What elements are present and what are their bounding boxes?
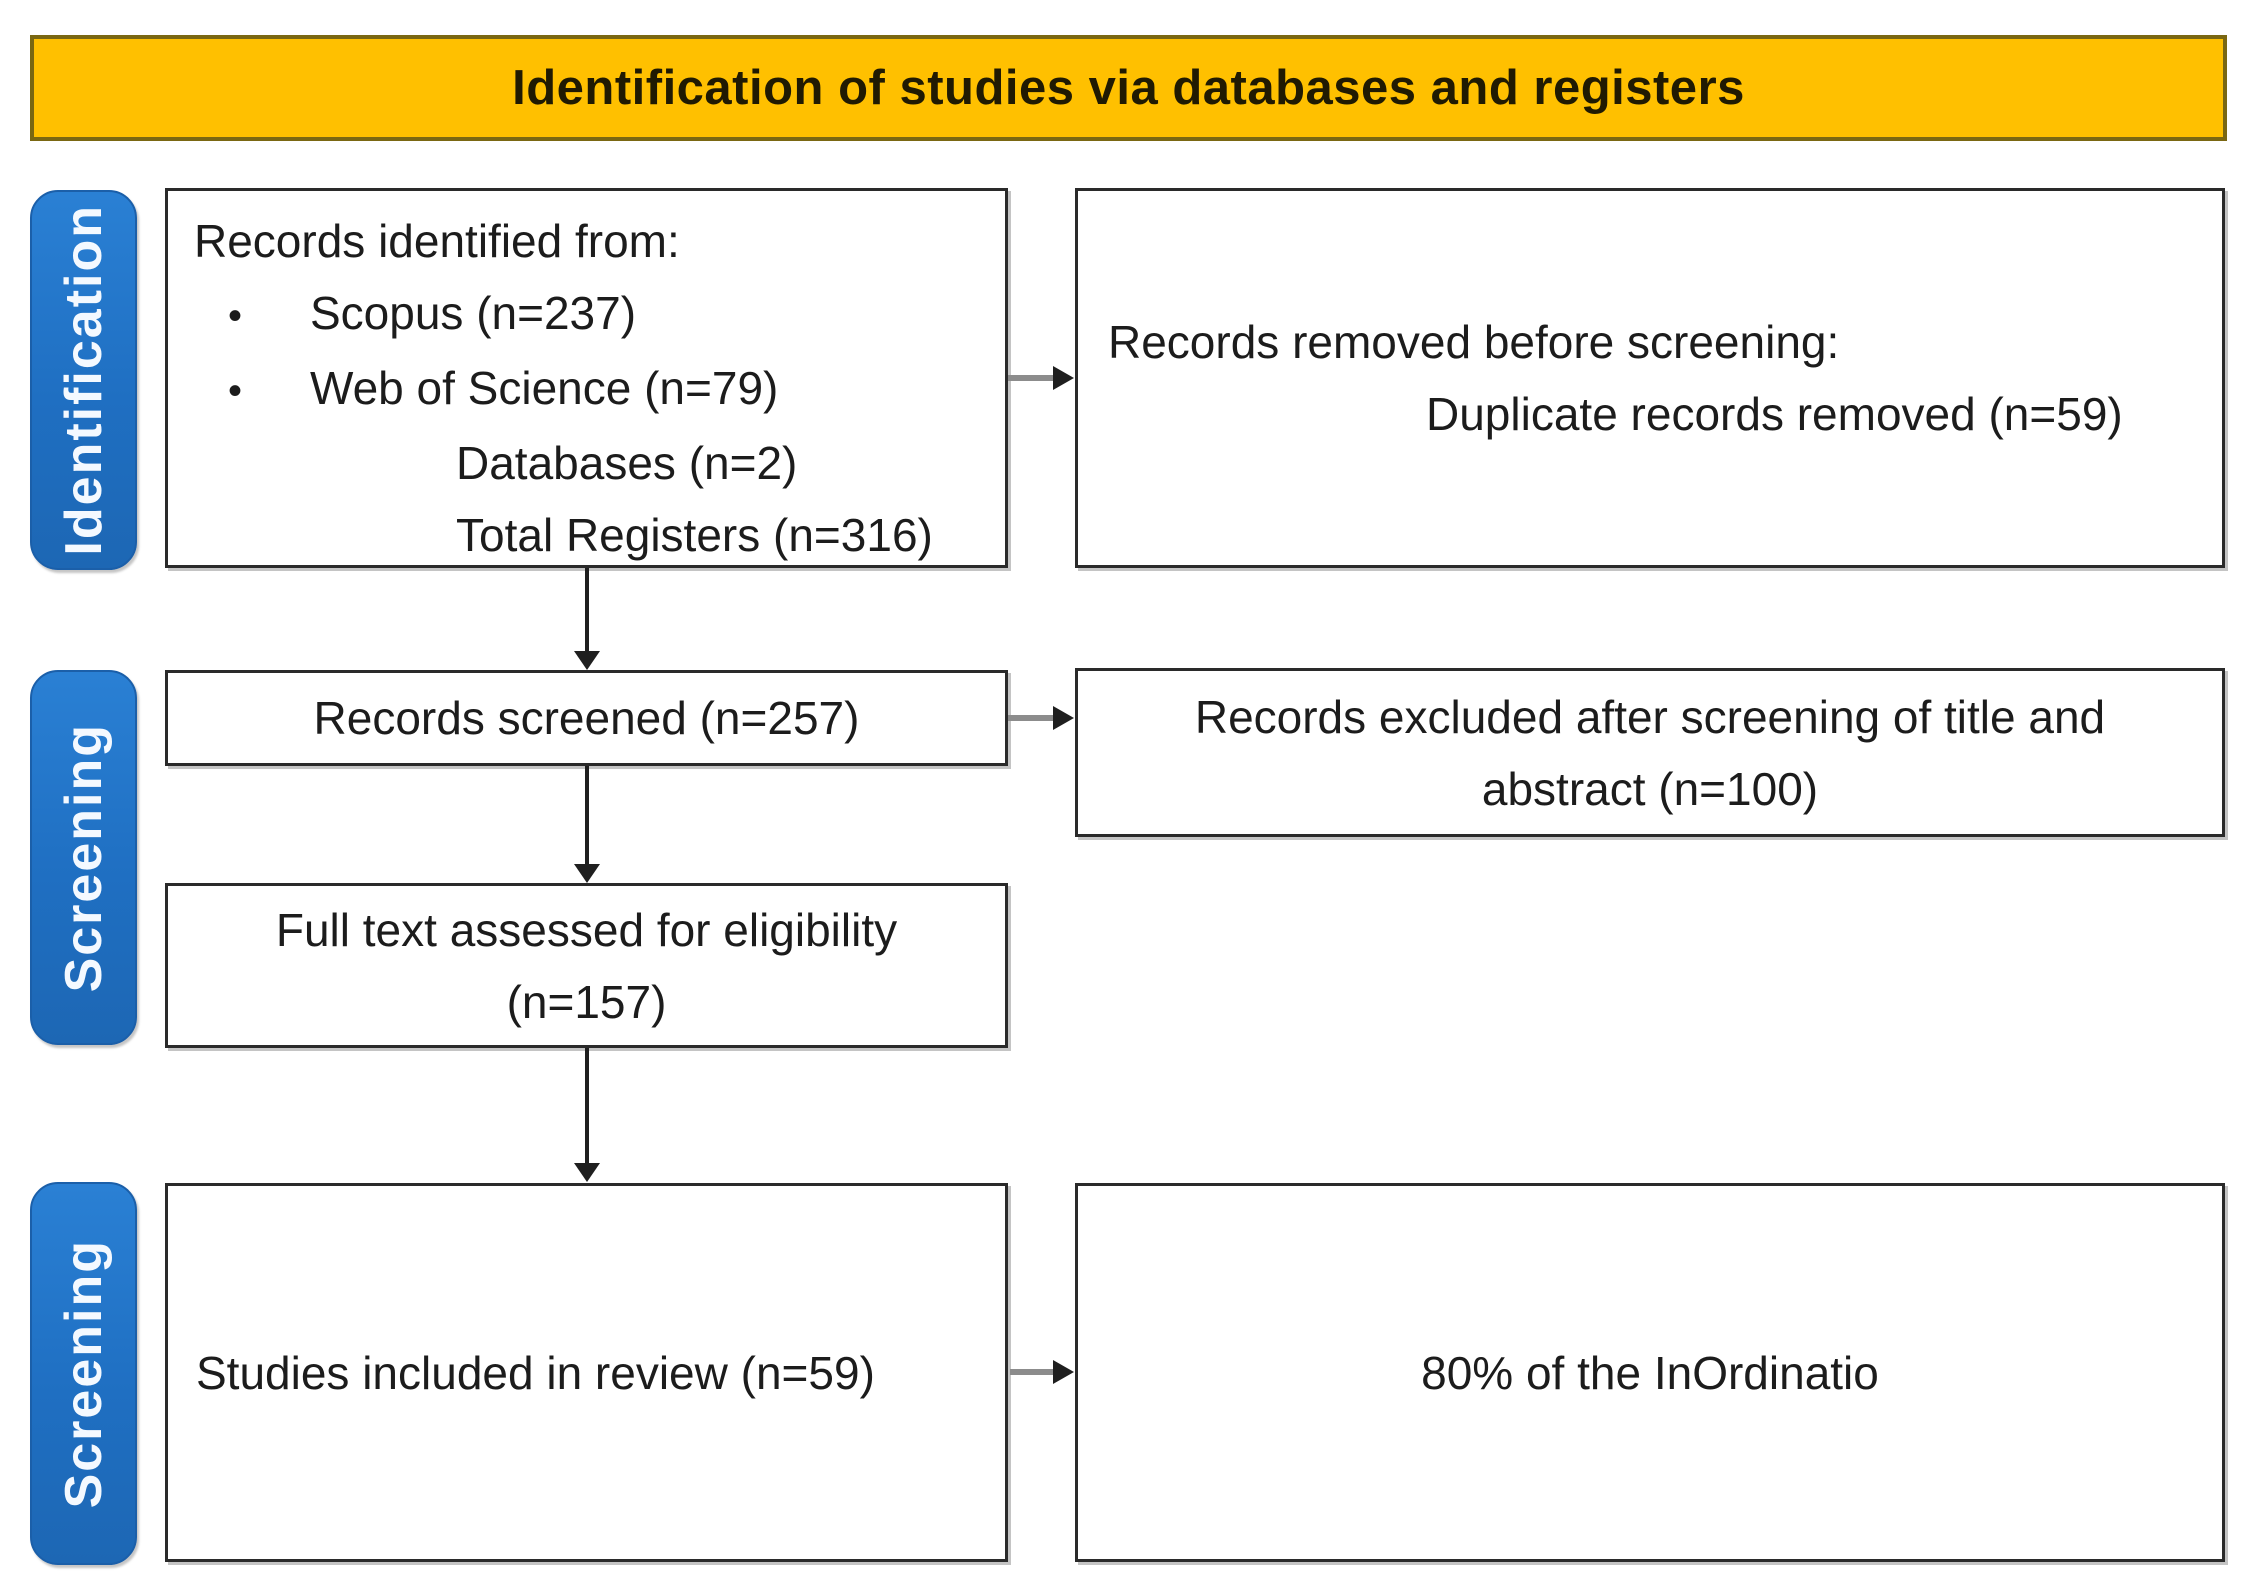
- arrow-line: [1008, 375, 1055, 381]
- studies-included-text: Studies included in review (n=59): [196, 1346, 875, 1399]
- inordinatio-text: 80% of the InOrdinatio: [1421, 1346, 1879, 1399]
- records-identified-total: Total Registers (n=316): [456, 509, 933, 561]
- box-studies-included: Studies included in review (n=59): [165, 1183, 1008, 1562]
- records-removed-line1: Records removed before screening:: [1108, 316, 1840, 368]
- box-records-screened: Records screened (n=257): [165, 670, 1008, 766]
- header-banner: Identification of studies via databases …: [30, 35, 2227, 141]
- records-excluded-line2: abstract (n=100): [1481, 762, 1819, 815]
- records-identified-databases: Databases (n=2): [456, 437, 798, 489]
- stage-tab-screening-1: Screening: [30, 670, 137, 1045]
- full-text-line2: (n=157): [506, 975, 667, 1028]
- stage-tab-label: Screening: [54, 722, 113, 993]
- stage-tab-label: Identification: [54, 204, 113, 556]
- records-excluded-line1: Records excluded after screening of titl…: [1194, 690, 2106, 743]
- box-full-text-assessed: Full text assessed for eligibility (n=15…: [165, 883, 1008, 1048]
- list-item: • Web of Science (n=79): [194, 352, 979, 427]
- stage-tab-identification: Identification: [30, 190, 137, 570]
- box-inordinatio: 80% of the InOrdinatio: [1075, 1183, 2225, 1562]
- records-screened-text: Records screened (n=257): [313, 692, 860, 744]
- list-item: • Scopus (n=237): [194, 277, 979, 352]
- records-identified-bullet-scopus: Scopus (n=237): [310, 287, 637, 339]
- arrowhead-down-icon: [574, 864, 600, 883]
- arrow-line: [585, 1048, 589, 1165]
- arrowhead-right-icon: [1053, 1360, 1074, 1384]
- arrowhead-right-icon: [1053, 366, 1074, 390]
- box-records-excluded: Records excluded after screening of titl…: [1075, 668, 2225, 837]
- arrowhead-down-icon: [574, 1163, 600, 1182]
- arrowhead-right-icon: [1053, 706, 1074, 730]
- box-records-identified: Records identified from: • Scopus (n=237…: [165, 188, 1008, 568]
- records-identified-title: Records identified from:: [194, 215, 680, 267]
- arrow-line: [585, 568, 589, 653]
- arrow-line: [1008, 715, 1055, 721]
- records-identified-bullet-wos: Web of Science (n=79): [310, 362, 779, 414]
- header-title: Identification of studies via databases …: [512, 61, 1745, 115]
- bullet-icon: •: [228, 294, 243, 338]
- arrow-line: [1010, 1369, 1055, 1375]
- stage-tab-screening-2: Screening: [30, 1182, 137, 1565]
- records-removed-line2: Duplicate records removed (n=59): [1426, 388, 2123, 440]
- stage-tab-label: Screening: [54, 1238, 113, 1509]
- arrow-line: [585, 766, 589, 866]
- bullet-icon: •: [228, 369, 243, 413]
- arrowhead-down-icon: [574, 651, 600, 670]
- box-records-removed: Records removed before screening: Duplic…: [1075, 188, 2225, 568]
- full-text-line1: Full text assessed for eligibility: [275, 903, 898, 956]
